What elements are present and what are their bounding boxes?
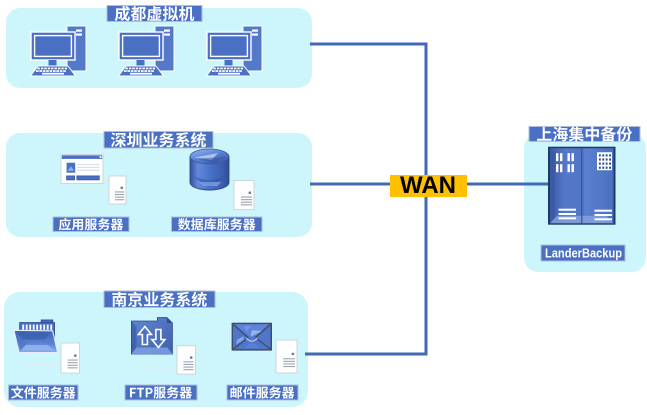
svg-text:LanderBackup: LanderBackup — [545, 246, 622, 261]
svg-text:WAN: WAN — [400, 172, 456, 199]
